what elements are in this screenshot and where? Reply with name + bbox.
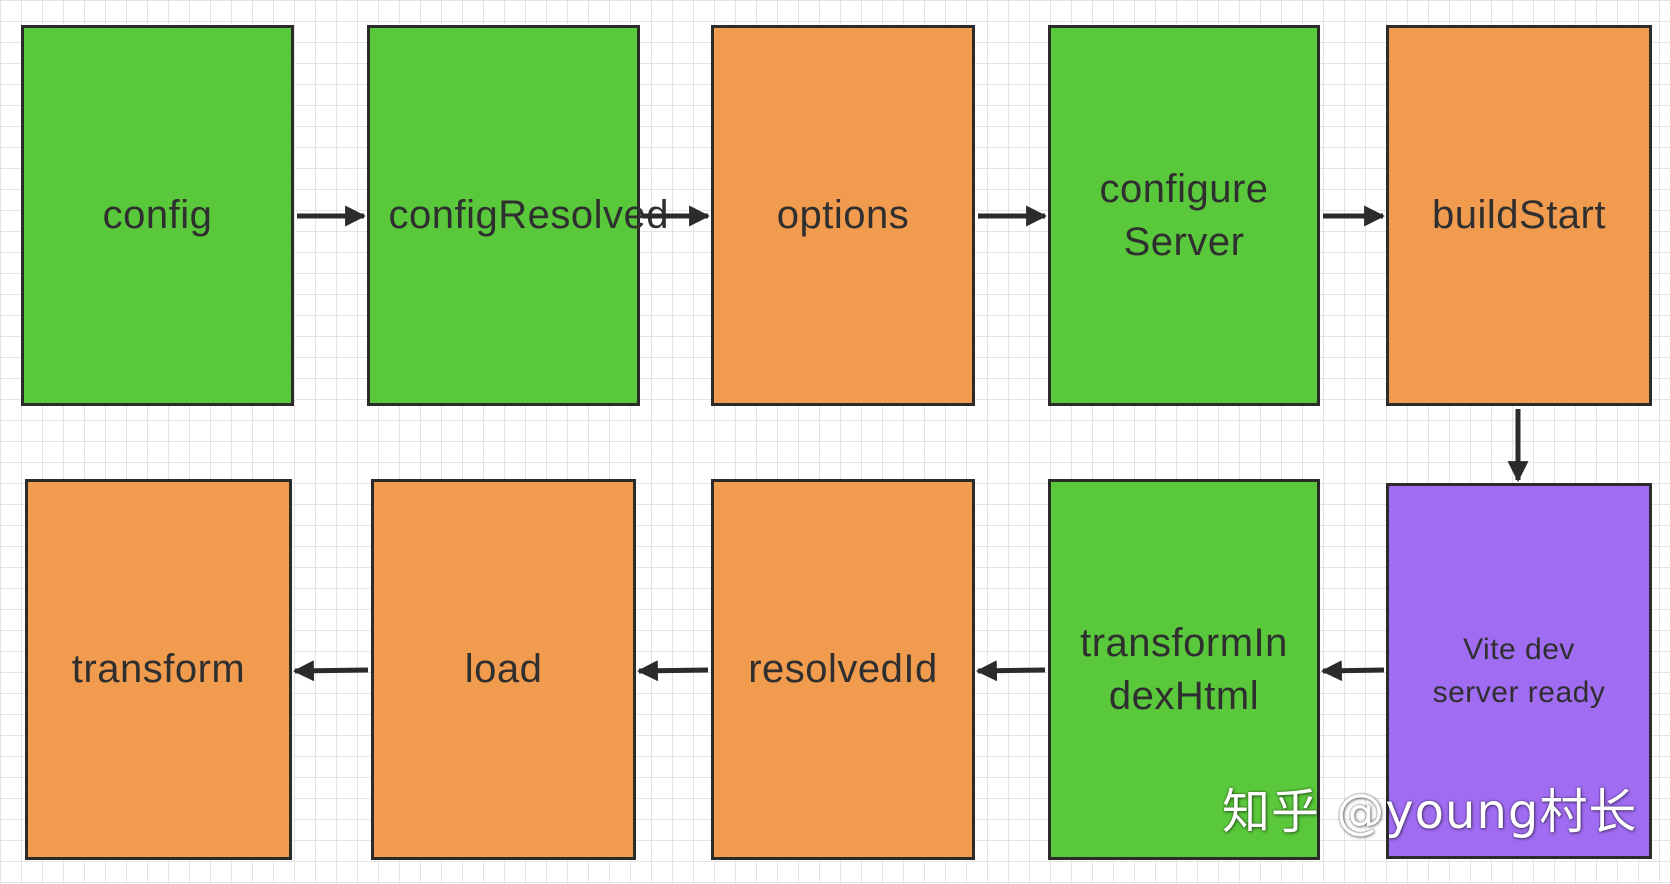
node-label: transform	[71, 647, 246, 691]
node-label: load	[464, 647, 543, 691]
node-label: options	[776, 193, 910, 237]
node-config: config	[21, 25, 294, 406]
node-config-resolved: configResolved	[367, 25, 669, 406]
arrow-resolved-id-to-load	[636, 660, 709, 682]
arrow-transform-index-html-to-resolved-id	[975, 660, 1046, 682]
node-options: options	[711, 25, 975, 406]
node-label: config	[102, 193, 213, 237]
node-load: load	[371, 479, 636, 860]
node-resolved-id: resolvedId	[711, 479, 975, 860]
node-transform-index-html: transformIndexHtml	[1048, 479, 1320, 860]
node-label: transformIndexHtml	[1080, 620, 1288, 718]
arrow-vite-dev-server-ready-to-transform-index-html	[1320, 660, 1385, 682]
node-label: configure Server	[1099, 166, 1269, 264]
node-label: configResolved	[388, 193, 669, 237]
node-label: buildStart	[1432, 193, 1606, 237]
node-vite-dev-server-ready: Vite dev server ready	[1386, 483, 1652, 859]
node-label: resolvedId	[748, 647, 938, 691]
watermark: 知乎 @young村长	[1222, 784, 1638, 840]
arrow-load-to-transform	[292, 660, 369, 682]
node-configure-server: configure Server	[1048, 25, 1320, 406]
node-label: Vite dev server ready	[1432, 633, 1606, 709]
node-transform: transform	[25, 479, 292, 860]
node-build-start: buildStart	[1386, 25, 1652, 406]
